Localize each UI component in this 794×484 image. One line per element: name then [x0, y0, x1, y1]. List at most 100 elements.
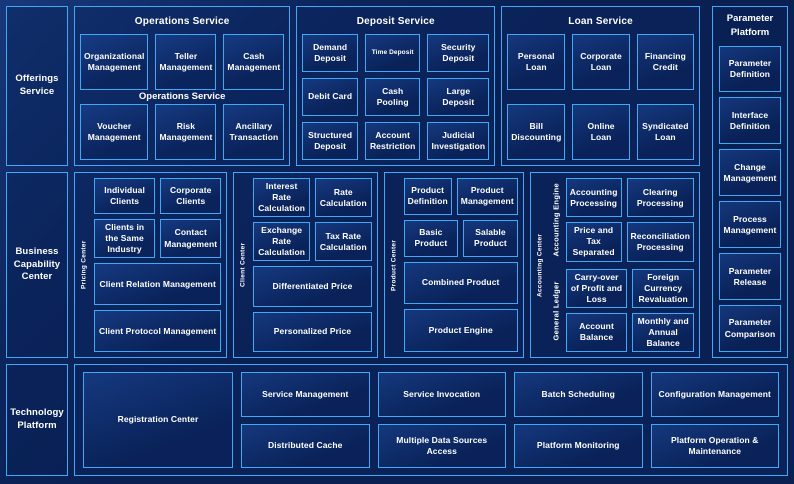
- duo-pricing-bottom: Clients in the Same Industry Contact Man…: [94, 218, 222, 259]
- parameter-platform-rail[interactable]: Parameter Platform Parameter Definition …: [712, 6, 788, 358]
- technology-platform-body: Registration Center Service Management D…: [74, 364, 788, 476]
- grid-general-ledger: Carry-over of Profit and Loss Foreign Cu…: [565, 268, 694, 352]
- duo-client-top: Interest Rate Calculation Rate Calculati…: [253, 178, 372, 218]
- duo-pricing-top: Individual Clients Corporate Clients: [94, 178, 222, 214]
- vertical-label-accounting-engine: Accounting Engine: [551, 183, 560, 257]
- vertical-label-client-center: Client Center: [239, 242, 247, 288]
- cell-cash-pooling[interactable]: Cash Pooling: [364, 78, 421, 116]
- cell-salable-product[interactable]: Salable Product: [463, 219, 518, 257]
- cell-personal-loan[interactable]: Personal Loan: [507, 34, 566, 90]
- cell-multiple-data-sources-access[interactable]: Multiple Data Sources Access: [377, 423, 506, 468]
- cell-rate-calculation[interactable]: Rate Calculation: [314, 178, 372, 218]
- cell-interface-definition[interactable]: Interface Definition: [719, 97, 781, 145]
- cell-service-management[interactable]: Service Management: [241, 372, 370, 417]
- spine-label-offerings-service: Offerings Service: [6, 6, 68, 166]
- cell-accounting-processing[interactable]: Accounting Processing: [565, 178, 622, 218]
- cell-platform-operation-maintenance[interactable]: Platform Operation & Maintenance: [650, 423, 779, 468]
- cell-personalized-price[interactable]: Personalized Price: [253, 311, 372, 352]
- cell-time-deposit[interactable]: Time Deposit: [364, 34, 421, 72]
- cell-contact-management[interactable]: Contact Management: [160, 218, 222, 259]
- section-operations-service[interactable]: Operations Service Organizational Manage…: [74, 6, 291, 166]
- spine-label-technology-platform: Technology Platform: [6, 364, 68, 476]
- cell-financing-credit[interactable]: Financing Credit: [636, 34, 695, 90]
- panel-accounting-center[interactable]: Accounting Center Accounting Engine Acco…: [529, 172, 700, 358]
- accounting-subsections: Accounting Engine Accounting Processing …: [549, 178, 694, 352]
- cell-security-deposit[interactable]: Security Deposit: [427, 34, 490, 72]
- tech-column-2: Service Invocation Multiple Data Sources…: [377, 372, 506, 468]
- cell-differentiated-price[interactable]: Differentiated Price: [253, 266, 372, 307]
- cell-distributed-cache[interactable]: Distributed Cache: [241, 423, 370, 468]
- accounting-center-body: Accounting Center Accounting Engine Acco…: [534, 178, 694, 352]
- cell-registration-center[interactable]: Registration Center: [83, 372, 233, 468]
- cell-online-loan[interactable]: Online Loan: [572, 104, 630, 160]
- cell-parameter-definition[interactable]: Parameter Definition: [719, 45, 781, 93]
- cell-service-invocation[interactable]: Service Invocation: [377, 372, 506, 417]
- parameter-platform-title: Parameter Platform: [726, 13, 774, 38]
- subsection-general-ledger: General Ledger Carry-over of Profit and …: [549, 268, 694, 352]
- panel-client-center[interactable]: Client Center Interest Rate Calculation …: [233, 172, 378, 358]
- cell-corporate-loan[interactable]: Corporate Loan: [572, 34, 630, 90]
- cell-teller-management[interactable]: Teller Management: [155, 34, 217, 90]
- cell-exchange-rate-calculation[interactable]: Exchange Rate Calculation: [253, 222, 310, 262]
- cell-product-engine[interactable]: Product Engine: [403, 309, 518, 352]
- section-title-loan-service: Loan Service: [568, 16, 633, 27]
- cell-voucher-management[interactable]: Voucher Management: [80, 104, 149, 160]
- duo-product-bottom: Basic Product Salable Product: [403, 219, 518, 257]
- stack-product-center: Product Definition Product Management Ba…: [403, 178, 518, 352]
- cell-risk-management[interactable]: Risk Management: [155, 104, 217, 160]
- cell-reconciliation-processing[interactable]: Reconciliation Processing: [626, 222, 694, 262]
- duo-client-bottom: Exchange Rate Calculation Tax Rate Calcu…: [253, 222, 372, 262]
- cell-process-management[interactable]: Process Management: [719, 201, 781, 249]
- grid-deposit-service: Demand Deposit Time Deposit Security Dep…: [302, 34, 490, 160]
- cell-organizational-management[interactable]: Organizational Management: [80, 34, 149, 90]
- panel-product-center[interactable]: Product Center Product Definition Produc…: [383, 172, 524, 358]
- cell-large-deposit[interactable]: Large Deposit: [427, 78, 490, 116]
- cell-parameter-release[interactable]: Parameter Release: [719, 253, 781, 301]
- section-loan-service[interactable]: Loan Service Personal Loan Corporate Loa…: [501, 6, 701, 166]
- cell-foreign-currency-revaluation[interactable]: Foreign Currency Revaluation: [632, 268, 694, 308]
- cell-basic-product[interactable]: Basic Product: [403, 219, 459, 257]
- cell-combined-product[interactable]: Combined Product: [403, 261, 518, 305]
- grid-operations-service: Organizational Management Teller Managem…: [80, 34, 285, 160]
- cell-judicial-investigation[interactable]: Judicial Investigation: [427, 122, 490, 160]
- cell-ancillary-transaction[interactable]: Ancillary Transaction: [223, 104, 285, 160]
- cell-change-management[interactable]: Change Management: [719, 149, 781, 197]
- cell-platform-monitoring[interactable]: Platform Monitoring: [514, 423, 643, 468]
- cell-carry-over-profit-loss[interactable]: Carry-over of Profit and Loss: [565, 268, 628, 308]
- tech-column-4: Configuration Management Platform Operat…: [650, 372, 779, 468]
- stack-pricing-center: Individual Clients Corporate Clients Cli…: [94, 178, 222, 352]
- cell-tax-rate-calculation[interactable]: Tax Rate Calculation: [314, 222, 372, 262]
- spine-label-business-capability-center: Business Capability Center: [6, 172, 68, 358]
- cell-clients-same-industry[interactable]: Clients in the Same Industry: [94, 218, 156, 259]
- cell-account-balance[interactable]: Account Balance: [565, 312, 628, 352]
- cell-batch-scheduling[interactable]: Batch Scheduling: [514, 372, 643, 417]
- cell-demand-deposit[interactable]: Demand Deposit: [302, 34, 358, 72]
- cell-debit-card[interactable]: Debit Card: [302, 78, 358, 116]
- cell-monthly-annual-balance[interactable]: Monthly and Annual Balance: [632, 312, 694, 352]
- cell-structured-deposit[interactable]: Structured Deposit: [302, 122, 358, 160]
- cell-price-and-tax-separated[interactable]: Price and Tax Separated: [565, 222, 622, 262]
- vertical-label-general-ledger: General Ledger: [551, 280, 560, 340]
- subsection-accounting-engine: Accounting Engine Accounting Processing …: [549, 178, 694, 262]
- cell-account-restriction[interactable]: Account Restriction: [364, 122, 421, 160]
- cell-clearing-processing[interactable]: Clearing Processing: [626, 178, 694, 218]
- vertical-label-product-center: Product Center: [389, 239, 397, 291]
- cell-product-definition[interactable]: Product Definition: [403, 178, 452, 215]
- cell-bill-discounting[interactable]: Bill Discounting: [507, 104, 566, 160]
- section-deposit-service[interactable]: Deposit Service Demand Deposit Time Depo…: [296, 6, 496, 166]
- cell-client-relation-management[interactable]: Client Relation Management: [94, 263, 222, 306]
- cell-parameter-comparison[interactable]: Parameter Comparison: [719, 305, 781, 352]
- cell-product-management[interactable]: Product Management: [456, 178, 518, 215]
- panel-pricing-center[interactable]: Pricing Center Individual Clients Corpor…: [74, 172, 228, 358]
- cell-configuration-management[interactable]: Configuration Management: [650, 372, 779, 417]
- row-technology-platform: Technology Platform Registration Center …: [6, 364, 788, 476]
- grid-accounting-engine: Accounting Processing Clearing Processin…: [565, 178, 694, 262]
- cell-syndicated-loan[interactable]: Syndicated Loan: [636, 104, 695, 160]
- tech-column-1: Service Management Distributed Cache: [241, 372, 370, 468]
- cell-individual-clients[interactable]: Individual Clients: [94, 178, 156, 214]
- cell-client-protocol-management[interactable]: Client Protocol Management: [94, 310, 222, 352]
- cell-corporate-clients[interactable]: Corporate Clients: [160, 178, 222, 214]
- cell-cash-management[interactable]: Cash Management: [223, 34, 285, 90]
- cell-interest-rate-calculation[interactable]: Interest Rate Calculation: [253, 178, 310, 218]
